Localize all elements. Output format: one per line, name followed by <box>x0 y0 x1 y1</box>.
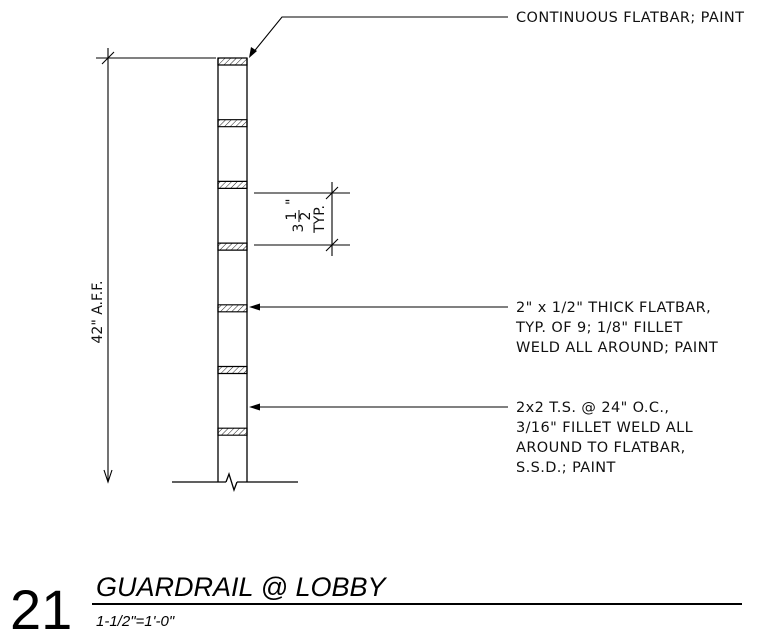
flatbar-group <box>218 58 247 435</box>
spacing-dimension-label: 1 2 3 " TYP. <box>284 199 328 234</box>
flatbar <box>218 243 247 250</box>
detail-number: 21 <box>10 578 72 641</box>
note-line: 2x2 T.S. @ 24" O.C., <box>516 400 669 416</box>
spacing-whole: 3 <box>291 224 307 233</box>
note-tube-steel: 2x2 T.S. @ 24" O.C., 3/16" FILLET WELD A… <box>516 400 693 476</box>
flatbar <box>218 305 247 312</box>
height-dimension-label: 42" A.F.F. <box>90 281 106 344</box>
leader-tube-steel <box>249 403 508 411</box>
leader-continuous-flatbar <box>249 16 508 58</box>
height-dimension <box>96 48 216 482</box>
spacing-typ: TYP. <box>312 205 328 234</box>
detail-title: GUARDRAIL @ LOBBY <box>96 572 387 602</box>
tube-steel-post <box>218 58 247 482</box>
note-line: TYP. OF 9; 1/8" FILLET <box>515 320 683 336</box>
spacing-denominator: 2 <box>298 212 314 221</box>
flatbar <box>218 367 247 374</box>
spacing-inch-mark: " <box>284 199 300 205</box>
flatbar <box>218 181 247 188</box>
note-line: CONTINUOUS FLATBAR; PAINT <box>516 10 744 26</box>
spacing-dimension <box>254 182 350 256</box>
detail-scale: 1-1/2"=1'-0" <box>96 613 175 630</box>
leader-flatbar <box>249 303 508 311</box>
note-flatbar: 2" x 1/2" THICK FLATBAR, TYP. OF 9; 1/8"… <box>515 300 718 356</box>
note-line: 3/16" FILLET WELD ALL <box>516 420 693 436</box>
note-line: AROUND TO FLATBAR, <box>516 440 686 456</box>
note-continuous-flatbar: CONTINUOUS FLATBAR; PAINT <box>516 10 744 26</box>
flatbar <box>218 428 247 435</box>
note-line: S.S.D.; PAINT <box>516 460 616 476</box>
flatbar <box>218 58 247 65</box>
spacing-numerator: 1 <box>284 212 300 221</box>
floor-line <box>172 474 298 490</box>
flatbar <box>218 120 247 127</box>
detail-title-block: 21 GUARDRAIL @ LOBBY 1-1/2"=1'-0" <box>10 572 742 641</box>
note-line: WELD ALL AROUND; PAINT <box>516 340 718 356</box>
note-line: 2" x 1/2" THICK FLATBAR, <box>516 300 711 316</box>
